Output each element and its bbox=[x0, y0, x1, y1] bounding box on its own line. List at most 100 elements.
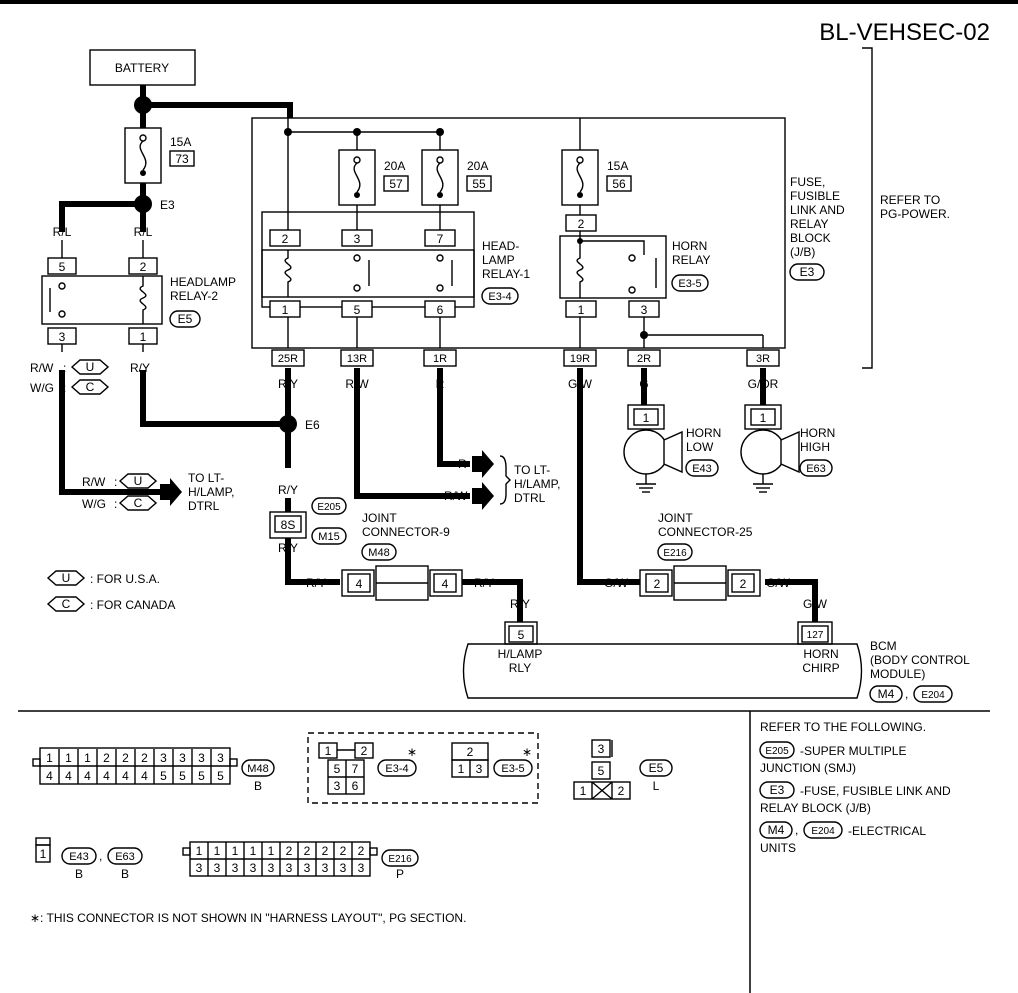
svg-text:19R: 19R bbox=[570, 353, 590, 365]
svg-text:P: P bbox=[396, 867, 404, 881]
svg-text:: FOR U.S.A.: : FOR U.S.A. bbox=[90, 572, 160, 586]
connector-cell: 3 bbox=[217, 751, 224, 765]
svg-text:R/Y: R/Y bbox=[278, 377, 298, 391]
connector-cell: 5 bbox=[179, 769, 186, 783]
connector-cell: 2 bbox=[322, 844, 329, 858]
connector-cell: 2 bbox=[340, 844, 347, 858]
svg-text:R/Y: R/Y bbox=[474, 576, 494, 590]
svg-text:3R: 3R bbox=[756, 353, 770, 365]
svg-text:G/W: G/W bbox=[766, 576, 791, 590]
connector-cell: 4 bbox=[65, 769, 72, 783]
legend: U : FOR U.S.A. C : FOR CANADA bbox=[46, 570, 175, 612]
svg-text:G/OR: G/OR bbox=[748, 377, 779, 391]
refer-box: REFER TO THE FOLLOWING. E205 -SUPER MULT… bbox=[759, 720, 951, 855]
connector-cell: 1 bbox=[84, 751, 91, 765]
connector-cell: 1 bbox=[196, 844, 203, 858]
svg-text:R/Y: R/Y bbox=[278, 541, 298, 555]
connector-cell: 3 bbox=[179, 751, 186, 765]
fuse-55: 20A 55 bbox=[421, 149, 492, 230]
svg-text:HEAD-: HEAD- bbox=[482, 239, 519, 253]
svg-text:,: , bbox=[905, 687, 908, 701]
connector-cell: 5 bbox=[198, 769, 205, 783]
splice-e3-label: E3 bbox=[160, 198, 175, 212]
svg-text:H/LAMP: H/LAMP bbox=[498, 647, 543, 661]
svg-text:2: 2 bbox=[140, 260, 147, 274]
svg-text:6: 6 bbox=[352, 779, 359, 793]
connector-cell: 1 bbox=[268, 844, 275, 858]
svg-text::: : bbox=[114, 497, 117, 511]
connector-e43-e63-face: 1 E43 , E63 B B bbox=[35, 837, 143, 881]
svg-text:2R: 2R bbox=[637, 353, 651, 365]
svg-text:R/Y: R/Y bbox=[306, 576, 326, 590]
battery-splice-dot bbox=[134, 96, 152, 114]
svg-text:3: 3 bbox=[354, 232, 361, 246]
svg-text:5: 5 bbox=[354, 303, 361, 317]
connector-cell: 2 bbox=[122, 751, 129, 765]
to-lt-hlamp-left: R/W : U W/G : C TO LT- H/LAMP, DTRL bbox=[82, 471, 234, 513]
junction-block-box bbox=[251, 117, 786, 349]
svg-text:1: 1 bbox=[578, 303, 585, 317]
svg-text:E3-4: E3-4 bbox=[385, 763, 408, 775]
svg-text:TO LT-: TO LT- bbox=[188, 471, 224, 485]
svg-text:U: U bbox=[86, 360, 95, 374]
svg-text:E204: E204 bbox=[921, 690, 945, 701]
svg-text:R/W: R/W bbox=[444, 489, 468, 503]
svg-text:2: 2 bbox=[467, 745, 474, 759]
svg-text:R/Y: R/Y bbox=[510, 597, 530, 611]
connector-cell: 5 bbox=[217, 769, 224, 783]
connector-cell: 3 bbox=[322, 861, 329, 875]
svg-text:LINK AND: LINK AND bbox=[790, 203, 845, 217]
svg-text:RLY: RLY bbox=[509, 661, 531, 675]
svg-text:L: L bbox=[653, 779, 660, 793]
svg-text:W/G: W/G bbox=[30, 381, 54, 395]
svg-text:HORN: HORN bbox=[803, 647, 838, 661]
svg-text::: : bbox=[63, 381, 66, 395]
svg-text:2: 2 bbox=[578, 217, 585, 231]
fuse-73: 15A 73 bbox=[124, 127, 195, 184]
svg-text:B: B bbox=[121, 867, 129, 881]
svg-text:15A: 15A bbox=[607, 159, 628, 173]
svg-text:5: 5 bbox=[518, 628, 525, 642]
svg-text:G/W: G/W bbox=[568, 377, 593, 391]
connector-cell: 1 bbox=[46, 751, 53, 765]
svg-text:-SUPER MULTIPLE: -SUPER MULTIPLE bbox=[800, 744, 906, 758]
svg-text:DTRL: DTRL bbox=[188, 499, 220, 513]
svg-text:3: 3 bbox=[641, 303, 648, 317]
svg-text:3: 3 bbox=[59, 330, 66, 344]
fuse-56: 15A 56 bbox=[561, 118, 632, 215]
smj-pin-8s: R/Y 8S E205 M15 R/Y bbox=[269, 483, 347, 555]
svg-text::: : bbox=[114, 475, 117, 489]
svg-text:DTRL: DTRL bbox=[514, 491, 546, 505]
svg-text:2: 2 bbox=[361, 744, 368, 758]
svg-text:55: 55 bbox=[472, 177, 486, 191]
svg-text:20A: 20A bbox=[467, 159, 488, 173]
svg-text:BCM: BCM bbox=[870, 639, 897, 653]
svg-text:4: 4 bbox=[356, 577, 363, 591]
svg-text:LOW: LOW bbox=[686, 440, 714, 454]
svg-text:REFER TO THE FOLLOWING.: REFER TO THE FOLLOWING. bbox=[760, 720, 926, 734]
horn-relay: 2 1 3 HORN RELAY E3-5 bbox=[559, 214, 764, 348]
svg-text:4: 4 bbox=[442, 577, 449, 591]
svg-text:1: 1 bbox=[760, 411, 767, 425]
connector-e5-face: 3 5 1 2 E5 L bbox=[573, 739, 673, 800]
svg-text:E3: E3 bbox=[770, 783, 785, 797]
svg-text:MODULE): MODULE) bbox=[870, 667, 925, 681]
battery-label: BATTERY bbox=[115, 61, 169, 75]
connector-cell: 2 bbox=[358, 844, 365, 858]
horn-high: 1 HORN HIGH E63 bbox=[740, 404, 835, 493]
svg-text:7: 7 bbox=[437, 232, 444, 246]
svg-text:∗: ∗ bbox=[522, 745, 532, 759]
svg-text:: FOR CANADA: : FOR CANADA bbox=[90, 598, 175, 612]
svg-text:E205: E205 bbox=[317, 502, 341, 513]
svg-text:H/LAMP,: H/LAMP, bbox=[188, 485, 234, 499]
svg-text:1: 1 bbox=[643, 411, 650, 425]
option-labels-relay2: R/W : U W/G : C R/Y bbox=[30, 359, 150, 395]
svg-text:M48: M48 bbox=[247, 763, 268, 775]
svg-text:-ELECTRICAL: -ELECTRICAL bbox=[848, 824, 926, 838]
connector-cell: 3 bbox=[304, 861, 311, 875]
connector-cell: 1 bbox=[232, 844, 239, 858]
svg-text:1: 1 bbox=[40, 847, 47, 861]
svg-text:5: 5 bbox=[334, 762, 341, 776]
connector-cell: 1 bbox=[65, 751, 72, 765]
joint-connector-9: JOINT CONNECTOR-9 M48 R/Y 4 4 R/Y bbox=[306, 511, 494, 601]
